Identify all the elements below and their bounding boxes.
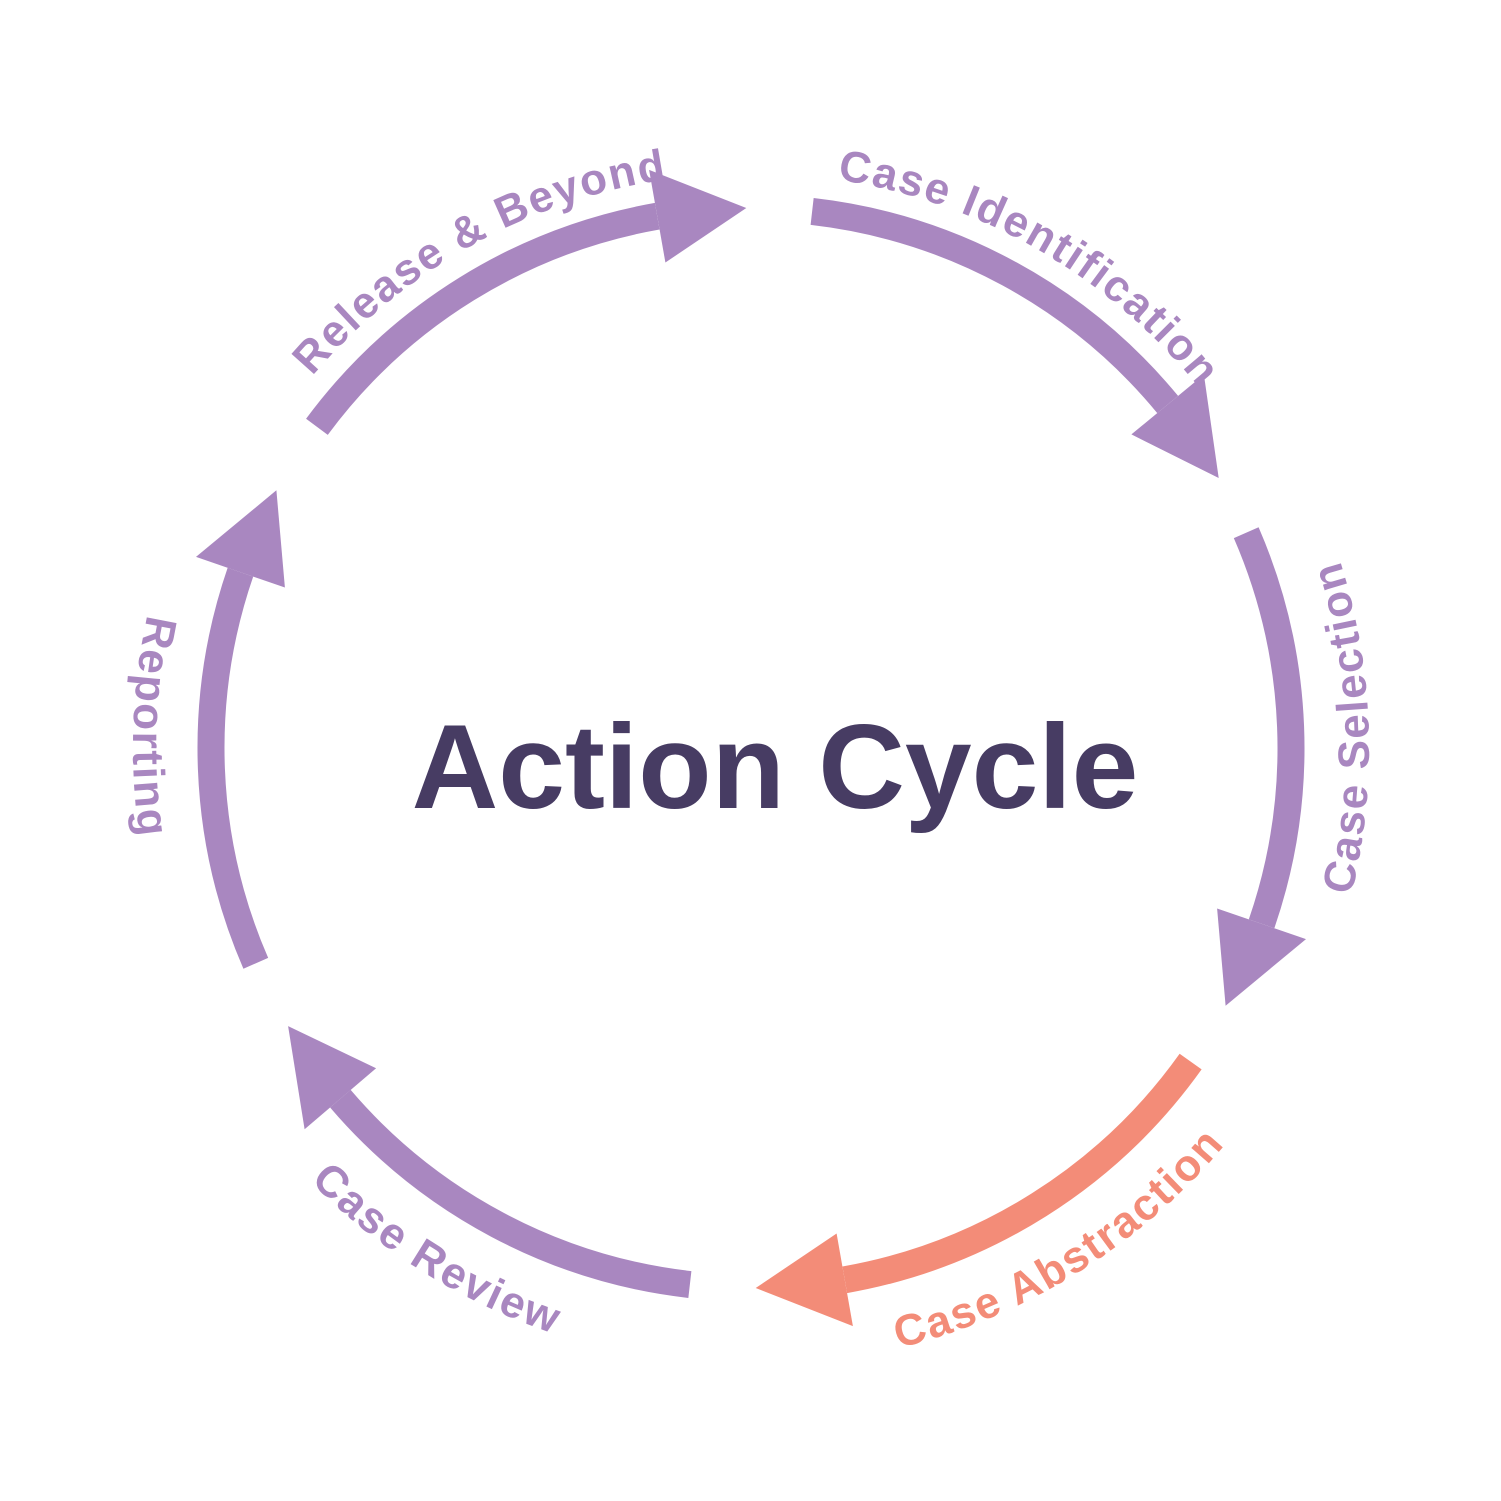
release-and-beyond-label: Release & Beyond bbox=[283, 140, 670, 383]
case-identification-arrowhead-icon bbox=[1131, 374, 1219, 478]
reporting-label: Reporting bbox=[123, 613, 186, 841]
case-identification-arrow bbox=[810, 198, 1179, 414]
case-abstraction-label: Case Abstraction bbox=[888, 1118, 1233, 1358]
stage-release-and-beyond: Release & Beyond bbox=[283, 140, 747, 435]
release-and-beyond-arrowhead-icon bbox=[649, 169, 747, 263]
stage-case-identification: Case Identification bbox=[810, 141, 1230, 478]
stage-case-abstraction: Case Abstraction bbox=[755, 1053, 1233, 1358]
reporting-arrowhead-icon bbox=[196, 490, 285, 588]
case-identification-label: Case Identification bbox=[835, 141, 1230, 396]
case-review-arrow bbox=[330, 1089, 692, 1298]
stage-case-selection: Case Selection bbox=[1217, 527, 1379, 1006]
reporting-arrow bbox=[197, 567, 269, 969]
case-abstraction-arrow bbox=[842, 1053, 1202, 1294]
case-review-arrowhead-icon bbox=[288, 1026, 377, 1130]
case-selection-arrowhead-icon bbox=[1217, 908, 1306, 1006]
case-abstraction-arrowhead-icon bbox=[755, 1233, 853, 1327]
release-and-beyond-arrow bbox=[306, 202, 660, 435]
cycle-title: Action Cycle bbox=[412, 700, 1139, 834]
case-selection-arrow bbox=[1233, 527, 1305, 929]
stage-reporting: Reporting bbox=[123, 490, 285, 969]
stage-case-review: Case Review bbox=[288, 1026, 692, 1344]
case-selection-label: Case Selection bbox=[1302, 556, 1379, 898]
